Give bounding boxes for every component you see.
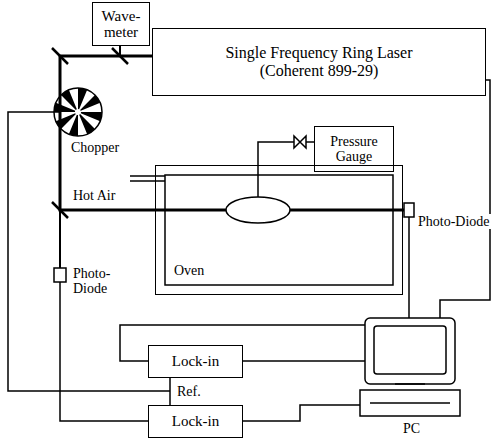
photodiode-label: Photo-Diode <box>417 214 491 229</box>
pc-stand <box>395 383 425 385</box>
beam-splitter <box>112 48 128 64</box>
pc-drive <box>370 402 450 404</box>
beam-splitter <box>52 202 68 218</box>
photodiode-label: Photo- Diode <box>72 266 120 297</box>
node-text: Lock-in <box>172 413 219 430</box>
reference-wire <box>8 112 170 391</box>
lockin-box: Lock-in <box>148 405 243 438</box>
hot-air-duct <box>130 180 165 182</box>
reference-line <box>169 378 171 405</box>
data-wire <box>243 405 360 421</box>
chopper-rim <box>54 88 102 136</box>
pc-screen <box>374 326 446 374</box>
edge-label: Ref. <box>176 384 202 399</box>
photo-diode <box>404 203 414 217</box>
chopper-wheel <box>54 88 102 136</box>
pc-base <box>360 390 460 416</box>
node-text: Wave- meter <box>93 8 149 41</box>
node-text: Oven <box>174 263 204 278</box>
chopper-label: Chopper <box>70 140 120 155</box>
oven-box: Oven <box>155 165 403 295</box>
gas-tube <box>258 142 294 197</box>
mirror <box>52 48 68 64</box>
signal-wire <box>60 282 148 421</box>
photo-diode <box>54 268 66 282</box>
pc-label: PC <box>402 421 421 436</box>
pc-monitor <box>365 318 455 384</box>
wavemeter-box: Wave- meter <box>92 2 150 46</box>
absorption-cell <box>226 197 290 223</box>
data-wire <box>440 80 490 318</box>
valve-symbol <box>294 136 306 148</box>
lockin-box: Lock-in <box>148 345 243 378</box>
node-text: Pressure Gauge <box>315 134 393 165</box>
node-text: Lock-in <box>172 353 219 370</box>
hot-air-duct <box>130 175 165 177</box>
oven-inner-wall <box>165 175 393 285</box>
hot-air-label: Hot Air <box>72 188 116 203</box>
node-text: Single Frequency Ring Laser (Coherent 89… <box>209 44 429 79</box>
data-wire <box>243 360 365 362</box>
laser-beam <box>59 210 61 268</box>
laser-box: Single Frequency Ring Laser (Coherent 89… <box>152 28 486 96</box>
